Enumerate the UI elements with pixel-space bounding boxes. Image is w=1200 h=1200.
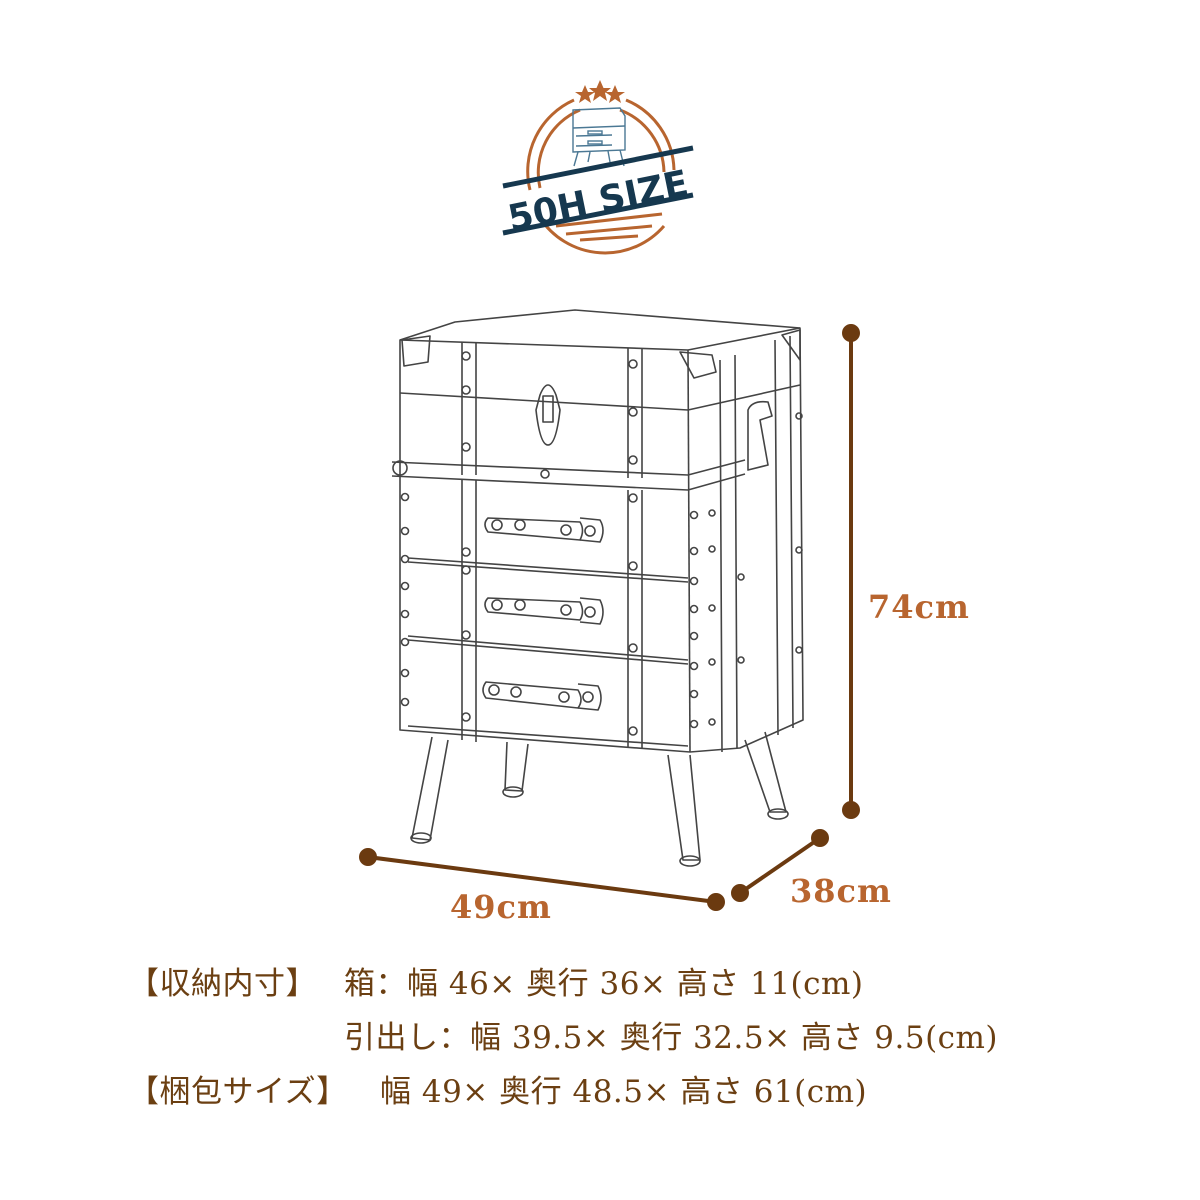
- mini-chest-icon: [572, 107, 626, 167]
- depth-label: 38cm: [790, 872, 892, 910]
- package-size: 幅 49× 奥行 48.5× 高さ 61(cm): [380, 1074, 868, 1110]
- badge-ring-icon: [526, 98, 676, 255]
- drawer-inner-size: 引出し：幅 39.5× 奥行 32.5× 高さ 9.5(cm): [344, 1020, 999, 1056]
- package-heading: 【梱包サイズ】: [128, 1074, 348, 1110]
- box-inner-size: 箱：幅 46× 奥行 36× 高さ 11(cm): [344, 966, 864, 1002]
- width-label: 49cm: [450, 888, 552, 926]
- storage-heading: 【収納内寸】: [128, 966, 317, 1002]
- chest-illustration: [391, 309, 804, 867]
- dimension-lines: [359, 324, 860, 911]
- height-label: 74cm: [868, 588, 970, 626]
- star-icons: [575, 80, 625, 103]
